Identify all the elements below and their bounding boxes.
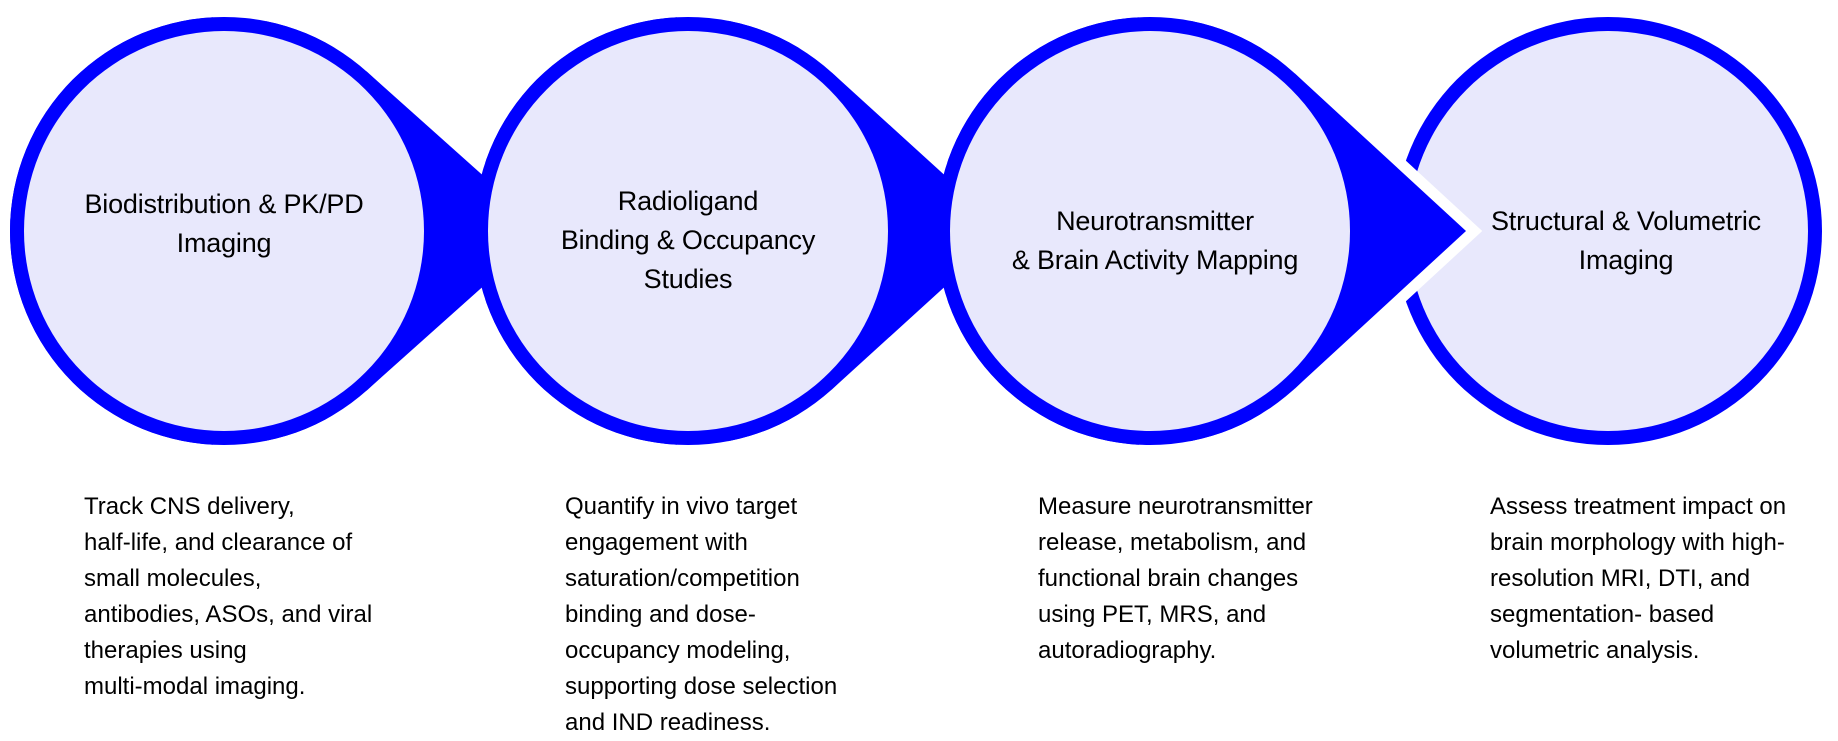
step-1-title-line: Imaging [176,228,272,258]
step-1-description-line: small molecules, [84,565,262,592]
step-4-description-line: resolution MRI, DTI, and [1490,565,1751,592]
step-4-title-line: Structural & Volumetric [1490,206,1761,236]
step-2-description-line: binding and dose- [565,601,756,628]
step-1-description-line: antibodies, ASOs, and viral [84,601,373,628]
step-3-description-line: autoradiography. [1038,637,1217,664]
step-2-node-overlay [488,31,888,431]
step-3-title: Neurotransmitter & Brain Activity Mappin… [975,202,1335,280]
step-2-title-line: Radioligand [617,186,759,216]
step-2-title-line: Binding & Occupancy [560,225,816,255]
step-4-title: Structural & Volumetric Imaging [1446,202,1806,280]
step-2-description-line: and IND readiness. [565,709,771,736]
step-4-description: Assess treatment impact on brain morphol… [1490,489,1786,669]
step-1-title-line: Biodistribution & PK/PD [84,189,364,219]
step-2-description-line: occupancy modeling, [565,637,791,664]
step-3-node-overlay [950,31,1350,431]
step-1-node-overlay [24,31,424,431]
step-3-title-line: & Brain Activity Mapping [1011,245,1299,275]
step-4-description-line: brain morphology with high- [1490,529,1785,556]
step-2-description-line: supporting dose selection [565,673,838,700]
step-4-node [1408,31,1808,431]
step-2-description-line: engagement with [565,529,748,556]
step-3-description-line: using PET, MRS, and [1038,601,1267,628]
step-3-description-line: functional brain changes [1038,565,1299,592]
step-4-description-line: Assess treatment impact on [1490,493,1787,520]
step-3-description-line: release, metabolism, and [1038,529,1307,556]
step-3-title-line: Neurotransmitter [1056,206,1254,236]
step-4-title-line: Imaging [1578,245,1674,275]
step-4-description-line: volumetric analysis. [1490,637,1700,664]
step-1-description-line: therapies using [84,637,247,664]
step-3-description-line: Measure neurotransmitter [1038,493,1313,520]
step-1-description-line: Track CNS delivery, [84,493,295,520]
step-1-title: Biodistribution & PK/PD Imaging [44,185,404,263]
step-1-description-line: half-life, and clearance of [84,529,353,556]
step-2-description-line: Quantify in vivo target [565,493,798,520]
step-2-description: Quantify in vivo target engagement with … [565,489,837,741]
step-1-description: Track CNS delivery, half-life, and clear… [84,489,372,705]
step-3-description: Measure neurotransmitter release, metabo… [1038,489,1313,669]
step-4-description-line: segmentation- based [1490,601,1715,628]
step-2-description-line: saturation/competition [565,565,800,592]
step-2-title-line: Studies [643,264,733,294]
step-1-description-line: multi-modal imaging. [84,673,306,700]
step-2-title: Radioligand Binding & Occupancy Studies [508,182,868,299]
